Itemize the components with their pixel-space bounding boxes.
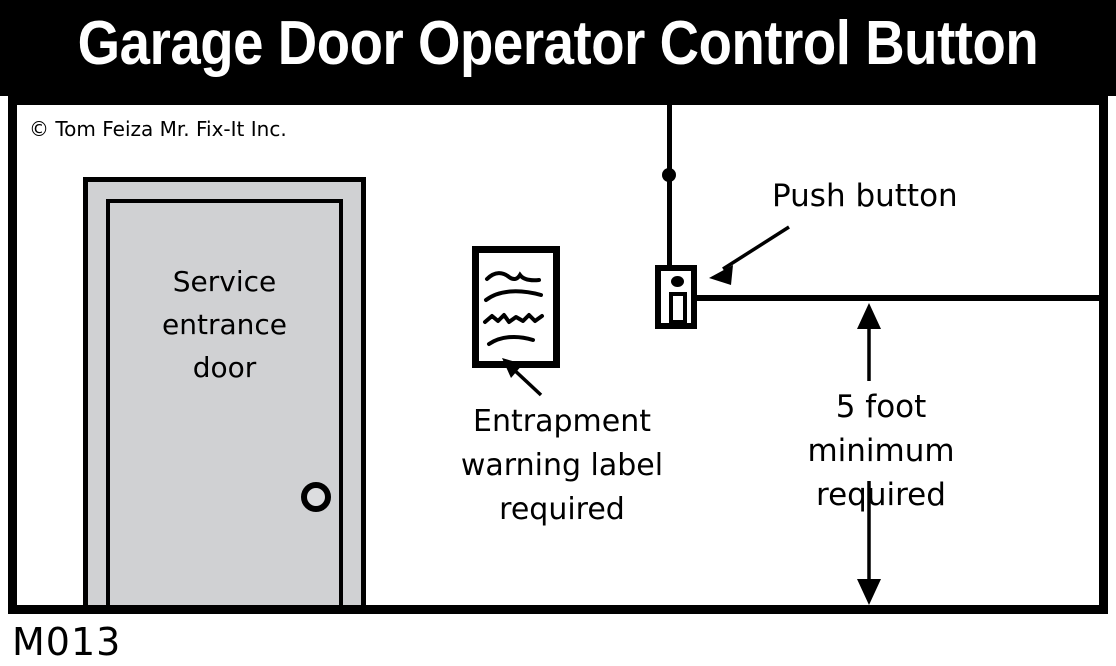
push-button-caption: Push button bbox=[772, 178, 958, 214]
page-title: Garage Door Operator Control Button bbox=[77, 9, 1039, 78]
service-door-label-line-2: entrance bbox=[162, 308, 287, 341]
service-door-label-line-1: Service bbox=[172, 265, 277, 298]
dimension-caption-line-3: required bbox=[816, 477, 946, 513]
entrapment-warning-caption: Entrapment warning label required bbox=[432, 400, 692, 532]
wire-junction-dot-icon bbox=[662, 168, 676, 182]
entrapment-caption-line-1: Entrapment bbox=[473, 404, 651, 439]
dimension-caption: 5 foot minimum required bbox=[757, 385, 1005, 517]
service-door-label: Service entrance door bbox=[106, 260, 343, 389]
service-door-label-line-3: door bbox=[192, 351, 257, 384]
wall-line bbox=[697, 295, 1099, 301]
doorknob-icon bbox=[301, 482, 331, 512]
push-button-device bbox=[655, 265, 697, 329]
service-door-panel bbox=[106, 199, 343, 605]
push-button-leader-arrow-icon bbox=[709, 225, 790, 285]
copyright-notice: © Tom Feiza Mr. Fix-It Inc. bbox=[29, 117, 287, 141]
title-bar: Garage Door Operator Control Button bbox=[0, 0, 1116, 96]
entrapment-caption-line-3: required bbox=[499, 492, 625, 527]
illustration-canvas: © Tom Feiza Mr. Fix-It Inc. Service entr… bbox=[17, 105, 1099, 605]
dimension-caption-line-2: minimum bbox=[807, 433, 955, 469]
entrapment-warning-label-graphic bbox=[472, 246, 560, 368]
push-button-indicator-dot-icon bbox=[671, 276, 684, 287]
figure-code: M013 bbox=[12, 620, 122, 664]
warning-label-squiggles-icon bbox=[483, 271, 544, 346]
dimension-caption-line-1: 5 foot bbox=[835, 389, 927, 425]
push-button-plunger-icon bbox=[669, 292, 687, 324]
illustration-frame: © Tom Feiza Mr. Fix-It Inc. Service entr… bbox=[8, 96, 1108, 614]
button-wire bbox=[667, 105, 672, 265]
entrapment-caption-line-2: warning label bbox=[460, 448, 664, 483]
